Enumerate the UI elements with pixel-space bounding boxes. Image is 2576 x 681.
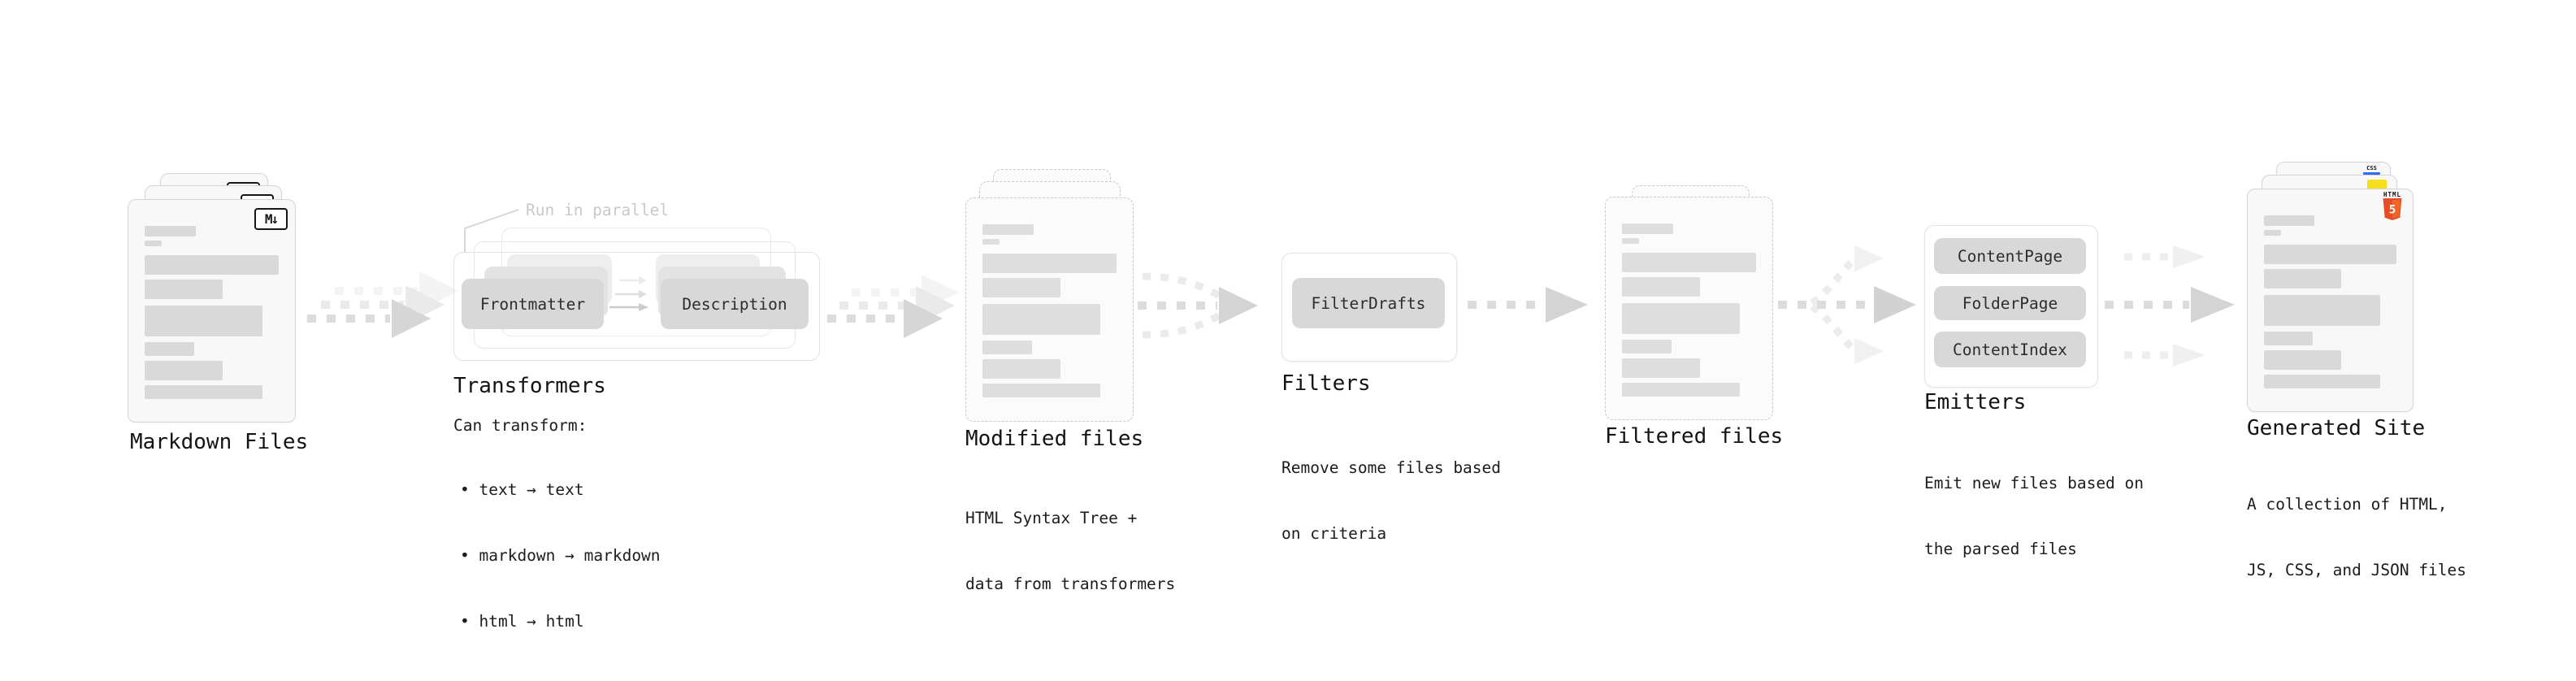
transformers-title: Transformers xyxy=(453,374,606,398)
folderpage-badge: FolderPage xyxy=(1934,286,2086,320)
modified-files-subtitle: HTML Syntax Tree + data from transformer… xyxy=(965,463,1175,639)
content-line xyxy=(2264,295,2381,326)
js-file-icon xyxy=(2367,180,2387,191)
content-line xyxy=(1622,238,1640,244)
subtitle-line: Emit new files based on xyxy=(1924,474,2144,492)
subtitle-line: A collection of HTML, xyxy=(2247,495,2448,514)
description-badge: Description xyxy=(661,279,809,329)
content-line xyxy=(982,384,1101,397)
arrow-markdown-to-transformers xyxy=(307,271,458,338)
arrow-transformers-to-modified xyxy=(827,275,959,338)
content-line xyxy=(1622,303,1741,334)
transformers-subtitle: Can transform: xyxy=(453,416,588,435)
content-line xyxy=(982,359,1060,379)
arrow-emitters-middle xyxy=(2105,287,2235,323)
content-line xyxy=(982,340,1033,354)
content-line xyxy=(145,226,196,236)
contentpage-badge: ContentPage xyxy=(1934,238,2086,274)
subtitle-line: HTML Syntax Tree + xyxy=(965,509,1138,527)
content-line xyxy=(2264,245,2396,264)
content-line xyxy=(982,239,1000,245)
content-line xyxy=(2264,269,2341,288)
transform-bullet: • markdown → markdown xyxy=(460,546,661,565)
content-line xyxy=(145,255,279,275)
content-line xyxy=(982,254,1117,273)
run-in-parallel-note: Run in parallel xyxy=(526,201,670,219)
content-line xyxy=(145,306,263,336)
filtered-doc-front xyxy=(1605,197,1773,420)
content-line xyxy=(982,304,1101,335)
content-line xyxy=(145,342,195,356)
content-line xyxy=(982,224,1034,235)
doc-content-placeholder xyxy=(2264,189,2396,411)
content-line xyxy=(1622,383,1741,397)
html5-shield: 5 xyxy=(2383,198,2402,220)
frontmatter-badge: Frontmatter xyxy=(462,279,604,329)
subtitle-line: the parsed files xyxy=(1924,540,2077,558)
content-line xyxy=(145,361,223,380)
css-file-icon: CSS xyxy=(2363,166,2380,175)
doc-content-placeholder xyxy=(145,200,279,422)
markdown-icon: M↓ xyxy=(254,208,288,230)
transform-bullet: • text → text xyxy=(460,480,584,499)
subtitle-line: on criteria xyxy=(1281,524,1387,543)
svg-text:5: 5 xyxy=(2389,204,2396,217)
content-line xyxy=(2264,350,2341,370)
content-line xyxy=(1622,223,1673,234)
markdown-files-title: Markdown Files xyxy=(130,430,309,454)
emitters-title: Emitters xyxy=(1924,390,2027,414)
content-line xyxy=(1622,277,1700,297)
arrow-filters-to-filtered xyxy=(1468,287,1588,323)
transform-bullet: • html → html xyxy=(460,612,584,631)
run-in-parallel-connector xyxy=(464,209,519,252)
arrow-modified-to-filters xyxy=(1138,272,1258,339)
emitters-subtitle: Emit new files based on the parsed files xyxy=(1924,428,2144,604)
modified-files-title: Modified files xyxy=(965,427,1144,451)
subtitle-line: JS, CSS, and JSON files xyxy=(2247,561,2467,579)
content-line xyxy=(1622,253,1756,272)
content-line xyxy=(145,385,263,399)
content-line xyxy=(145,241,163,246)
subtitle-line: Remove some files based xyxy=(1281,458,1502,477)
filterdrafts-badge: FilterDrafts xyxy=(1292,278,1445,328)
filters-title: Filters xyxy=(1281,371,1371,396)
modified-doc-front xyxy=(965,197,1134,422)
content-line xyxy=(982,278,1060,297)
arrow-filtered-to-emitters xyxy=(1778,245,1916,364)
contentindex-badge: ContentIndex xyxy=(1934,332,2086,367)
generated-doc-front: HTML 5 xyxy=(2247,189,2413,412)
arrow-emitters-top xyxy=(2124,245,2205,268)
content-line xyxy=(2264,230,2282,236)
content-line xyxy=(2264,332,2314,345)
generated-site-subtitle: A collection of HTML, JS, CSS, and JSON … xyxy=(2247,449,2466,625)
generated-site-title: Generated Site xyxy=(2247,416,2426,440)
content-line xyxy=(145,280,223,299)
subtitle-line: data from transformers xyxy=(965,575,1176,593)
doc-content-placeholder xyxy=(1622,197,1756,419)
content-line xyxy=(1622,358,1700,378)
html5-icon: HTML 5 xyxy=(2380,192,2405,224)
content-line xyxy=(2264,375,2381,388)
filters-subtitle: Remove some files based on criteria xyxy=(1281,413,1501,588)
transformer-card-front xyxy=(453,252,820,361)
transformer-parallel-arrows xyxy=(609,276,648,311)
markdown-doc-front: M↓ xyxy=(128,199,296,423)
content-line xyxy=(1622,340,1672,354)
doc-content-placeholder xyxy=(982,198,1117,421)
arrow-emitters-bottom xyxy=(2124,344,2205,367)
transformers-bullets: • text → text • markdown → markdown • ht… xyxy=(460,435,661,676)
content-line xyxy=(2264,215,2314,226)
filtered-files-title: Filtered files xyxy=(1605,424,1784,449)
